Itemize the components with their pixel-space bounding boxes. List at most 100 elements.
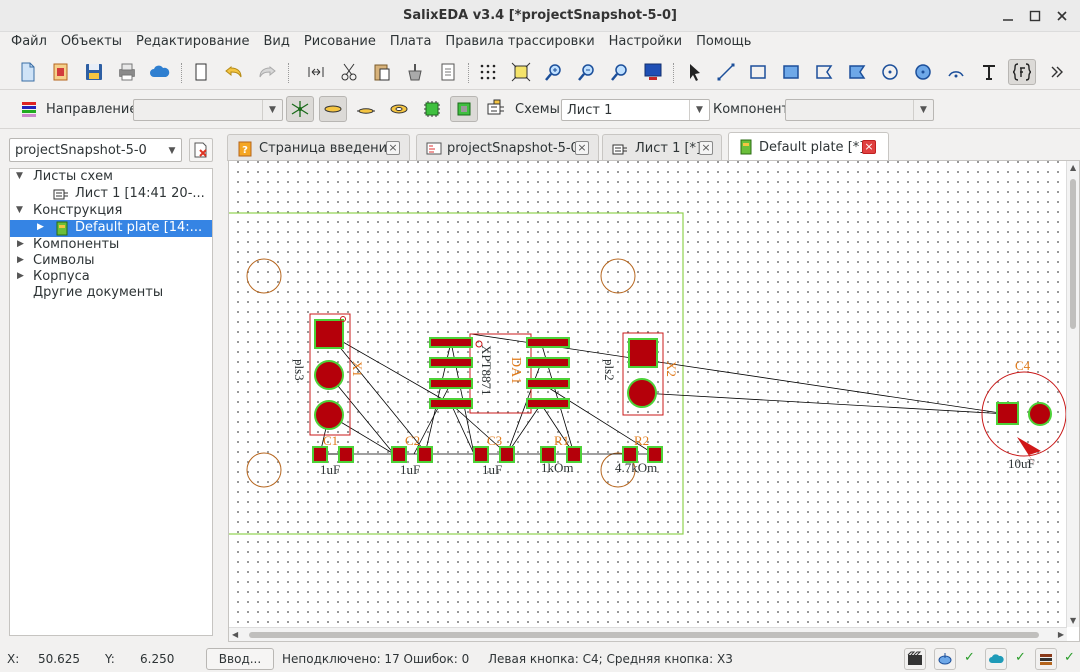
c3-pad-2[interactable] — [499, 446, 515, 463]
3d-view-button[interactable] — [639, 59, 667, 85]
scroll-right-icon[interactable]: ▶ — [1057, 630, 1064, 639]
cut-button[interactable] — [335, 59, 363, 85]
tree-item-default-plate[interactable]: ▶ Default plate [14:... — [10, 220, 212, 237]
c1-pad-1[interactable] — [312, 446, 328, 463]
da1-pad-8[interactable] — [526, 337, 570, 348]
record-button[interactable] — [904, 648, 926, 670]
footprint-button[interactable] — [450, 96, 478, 122]
smd-pad-button[interactable] — [319, 96, 347, 122]
save-button[interactable] — [80, 59, 108, 85]
r1-pad-2[interactable] — [566, 446, 582, 463]
clear-button[interactable] — [401, 59, 429, 85]
mirror-button[interactable] — [302, 59, 330, 85]
text-tool-button[interactable] — [975, 59, 1003, 85]
paste-button[interactable] — [368, 59, 396, 85]
via-button[interactable] — [385, 96, 413, 122]
redo-button[interactable] — [253, 59, 281, 85]
close-tab-icon[interactable]: × — [699, 141, 713, 155]
menu-help[interactable]: Помощь — [696, 34, 752, 49]
cloud-button[interactable] — [146, 59, 174, 85]
x1-pad-2[interactable] — [314, 360, 344, 390]
da1-pad-6[interactable] — [526, 378, 570, 389]
x1-pad-3[interactable] — [314, 400, 344, 430]
close-tab-icon[interactable]: × — [575, 141, 589, 155]
tab-project[interactable]: projectSnapshot-5-0 × — [416, 134, 599, 161]
c4-pad-1[interactable] — [996, 402, 1019, 425]
filled-rect-tool-button[interactable] — [777, 59, 805, 85]
toolbar-overflow-button[interactable] — [1043, 59, 1071, 85]
r2-pad-2[interactable] — [647, 446, 663, 463]
select-tool-button[interactable] — [680, 59, 708, 85]
x2-pad-2[interactable] — [627, 378, 657, 408]
horizontal-scroll-thumb[interactable] — [249, 632, 1039, 638]
menu-file[interactable]: Файл — [11, 34, 47, 49]
tab-sheet-1[interactable]: Лист 1 [*] × — [602, 134, 722, 161]
rect-tool-button[interactable] — [744, 59, 772, 85]
tree-item-sheets[interactable]: ▼ Листы схем — [16, 169, 113, 184]
c4-pad-2[interactable] — [1028, 402, 1052, 426]
page-button[interactable] — [187, 59, 215, 85]
tree-item-sheet-1[interactable]: Лист 1 [14:41 20-... — [10, 186, 212, 203]
da1-pad-2[interactable] — [429, 357, 473, 368]
r2-pad-1[interactable] — [622, 446, 638, 463]
field-tool-button[interactable] — [1008, 59, 1036, 85]
cloud-sync-button[interactable] — [985, 648, 1007, 670]
tree-item-packages[interactable]: ▶ Корпуса — [17, 269, 90, 284]
c1-pad-2[interactable] — [338, 446, 354, 463]
line-tool-button[interactable] — [712, 59, 740, 85]
da1-pad-7[interactable] — [526, 357, 570, 368]
polygon-tool-button[interactable] — [810, 59, 838, 85]
filled-polygon-tool-button[interactable] — [843, 59, 871, 85]
close-tab-icon[interactable]: × — [386, 141, 400, 155]
vertical-scrollbar[interactable]: ▲ ▼ — [1066, 161, 1079, 627]
zoom-out-button[interactable] — [573, 59, 601, 85]
r1-pad-1[interactable] — [540, 446, 556, 463]
minimize-button[interactable] — [998, 6, 1018, 26]
zoom-window-button[interactable] — [606, 59, 634, 85]
grid-button[interactable] — [474, 59, 502, 85]
scroll-down-icon[interactable]: ▼ — [1070, 616, 1077, 625]
tree-item-symbols[interactable]: ▶ Символы — [17, 253, 95, 268]
direction-select[interactable]: ▼ — [133, 99, 283, 121]
menu-draw[interactable]: Рисование — [303, 34, 376, 49]
new-file-button[interactable] — [14, 59, 42, 85]
menu-edit[interactable]: Редактирование — [136, 34, 250, 49]
zoom-in-button[interactable] — [540, 59, 568, 85]
undo-button[interactable] — [220, 59, 248, 85]
c2-pad-1[interactable] — [391, 446, 407, 463]
menu-view[interactable]: Вид — [263, 34, 290, 49]
project-tree[interactable]: ▼ Листы схем Лист 1 [14:41 20-... ▼ Конс… — [9, 168, 213, 636]
component-chip-button[interactable] — [418, 96, 446, 122]
maximize-button[interactable] — [1025, 6, 1045, 26]
da1-pad-4[interactable] — [429, 398, 473, 409]
tree-item-components[interactable]: ▶ Компоненты — [17, 237, 120, 252]
properties-button[interactable] — [434, 59, 462, 85]
fit-button[interactable] — [507, 59, 535, 85]
remote-button[interactable] — [934, 648, 956, 670]
schemes-select[interactable]: Лист 1 ▼ — [561, 99, 710, 121]
da1-pad-1[interactable] — [429, 337, 473, 348]
circle-tool-button[interactable] — [876, 59, 904, 85]
close-button[interactable] — [1052, 6, 1072, 26]
library-button[interactable] — [1035, 648, 1057, 670]
scroll-left-icon[interactable]: ◀ — [232, 630, 239, 639]
tab-intro-page[interactable]: ? Страница введения × — [227, 134, 410, 161]
menu-routing-rules[interactable]: Правила трассировки — [445, 34, 595, 49]
tree-item-other-documents[interactable]: Другие документы — [33, 285, 164, 300]
tree-item-construction[interactable]: ▼ Конструкция — [16, 203, 123, 218]
c3-pad-1[interactable] — [473, 446, 489, 463]
x2-pad-1[interactable] — [628, 338, 658, 368]
tab-default-plate[interactable]: Default plate [*] × — [728, 132, 889, 162]
filled-circle-tool-button[interactable] — [909, 59, 937, 85]
new-project-button[interactable] — [47, 59, 75, 85]
print-button[interactable] — [113, 59, 141, 85]
menu-settings[interactable]: Настройки — [608, 34, 683, 49]
horizontal-scrollbar[interactable]: ◀ ▶ — [229, 627, 1067, 641]
menu-board[interactable]: Плата — [389, 34, 432, 49]
menu-objects[interactable]: Объекты — [60, 34, 123, 49]
scroll-up-icon[interactable]: ▲ — [1070, 163, 1077, 172]
x1-pad-1[interactable] — [314, 319, 344, 349]
layers-button[interactable] — [15, 96, 43, 122]
input-button[interactable]: Ввод... — [206, 648, 274, 670]
da1-pad-5[interactable] — [526, 398, 570, 409]
